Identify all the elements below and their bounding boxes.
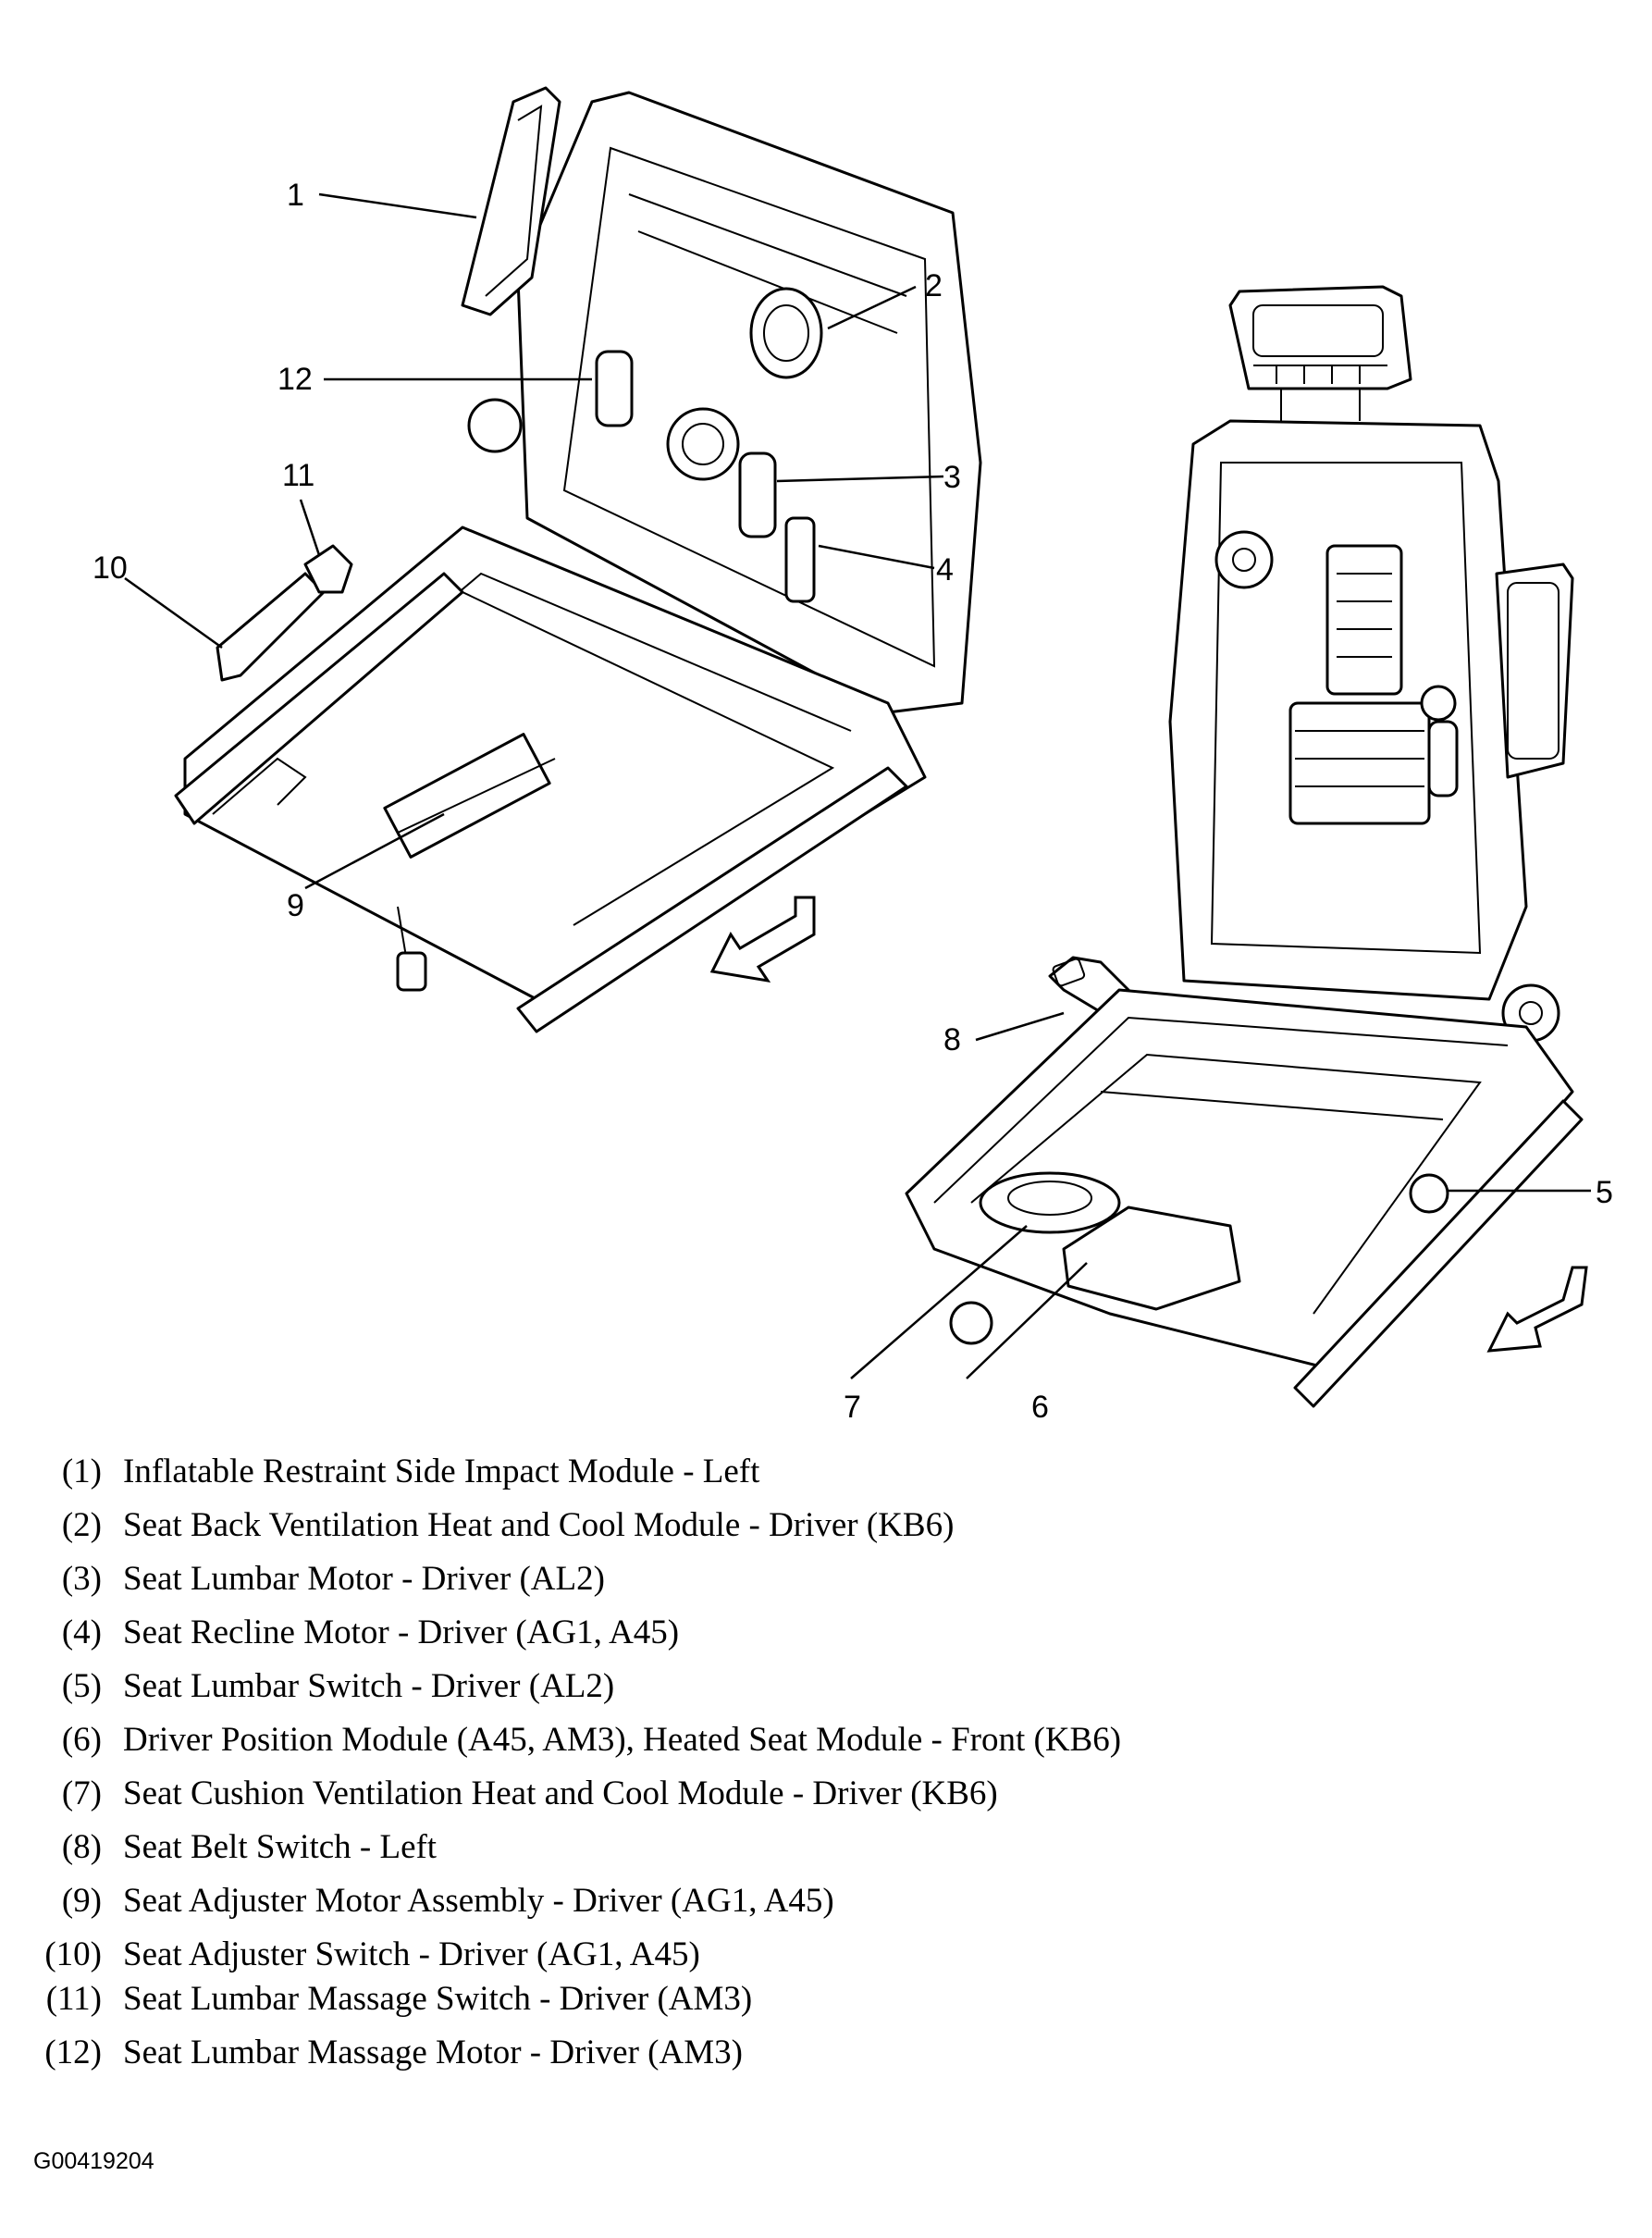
side-impact-module-right — [1495, 563, 1574, 779]
legend-text: Seat Recline Motor - Driver (AG1, A45) — [123, 1614, 680, 1651]
legend-text: Inflatable Restraint Side Impact Module … — [123, 1453, 760, 1490]
leader-4 — [818, 544, 935, 570]
callout-3: 3 — [943, 460, 961, 495]
seat-component-diagram: 1 2 3 4 5 6 7 8 9 10 11 12 — [92, 86, 1613, 1425]
seat-back-ventilation-module — [749, 287, 823, 379]
legend-number: (1) — [61, 1453, 102, 1490]
callout-11: 11 — [282, 458, 314, 493]
legend-text: Seat Belt Switch - Left — [123, 1828, 438, 1866]
legend-number: (10) — [44, 1935, 102, 1973]
legend-text: Seat Cushion Ventilation Heat and Cool M… — [123, 1774, 998, 1812]
legend-text: Seat Lumbar Switch - Driver (AL2) — [123, 1667, 615, 1705]
legend-number: (8) — [61, 1828, 102, 1866]
legend-text: Seat Lumbar Massage Motor - Driver (AM3) — [123, 2034, 743, 2071]
callout-12: 12 — [277, 362, 313, 397]
leader-9 — [304, 812, 445, 890]
callout-8: 8 — [943, 1022, 961, 1057]
front-direction-arrow-right — [1486, 1266, 1588, 1353]
legend-text: Seat Lumbar Massage Switch - Driver (AM3… — [123, 1980, 753, 2018]
front-view-seat-frame — [905, 285, 1588, 1408]
headrest — [1228, 285, 1412, 390]
leader-11 — [299, 499, 321, 556]
legend-text: Seat Back Ventilation Heat and Cool Modu… — [123, 1506, 955, 1544]
legend-number: (3) — [61, 1560, 102, 1598]
lumbar-motor — [738, 451, 777, 538]
callout-4: 4 — [936, 552, 954, 587]
legend-number: (11) — [45, 1980, 102, 2018]
legend-text: Seat Adjuster Switch - Driver (AG1, A45) — [123, 1935, 700, 1973]
lumbar-switch — [1409, 1173, 1449, 1214]
lumbar-massage-switch — [303, 544, 353, 594]
leader-7 — [850, 1225, 1028, 1379]
leader-3 — [776, 475, 944, 483]
leader-2 — [827, 285, 917, 330]
callout-6: 6 — [1031, 1390, 1049, 1425]
lumbar-massage-motor — [595, 350, 634, 427]
leader-1 — [318, 192, 477, 219]
legend-text: Seat Adjuster Motor Assembly - Driver (A… — [123, 1882, 834, 1920]
legend-number: (6) — [61, 1721, 102, 1759]
driver-position-module — [1062, 1206, 1241, 1311]
recline-motor — [784, 516, 816, 603]
callout-leaders — [124, 192, 1591, 1379]
callout-5: 5 — [1596, 1175, 1613, 1210]
legend-number: (7) — [61, 1774, 102, 1812]
callout-7: 7 — [844, 1390, 861, 1425]
leader-6 — [966, 1262, 1088, 1379]
callout-labels: 1 2 3 4 5 6 7 8 9 10 11 12 — [92, 178, 1613, 1425]
adjuster-motor-assembly — [383, 733, 551, 859]
legend-number: (4) — [61, 1614, 102, 1651]
rear-view-seat-frame — [174, 86, 982, 1033]
legend-text: Seat Lumbar Motor - Driver (AL2) — [123, 1560, 605, 1598]
legend-number: (9) — [61, 1882, 102, 1920]
legend-number: (2) — [61, 1506, 102, 1544]
seat-back-frame — [516, 91, 982, 714]
side-impact-module — [461, 86, 561, 316]
legend-number: (5) — [61, 1667, 102, 1705]
figure-id: G00419204 — [33, 2148, 154, 2174]
callout-1: 1 — [287, 178, 304, 213]
legend-text: Driver Position Module (A45, AM3), Heate… — [123, 1721, 1122, 1759]
callout-9: 9 — [287, 888, 304, 923]
legend-number: (12) — [44, 2034, 102, 2071]
callout-2: 2 — [925, 268, 943, 303]
leader-10 — [124, 576, 223, 649]
adjuster-switch — [216, 572, 326, 682]
callout-10: 10 — [92, 550, 128, 586]
leader-8 — [975, 1011, 1065, 1042]
front-direction-arrow-left — [709, 896, 816, 983]
